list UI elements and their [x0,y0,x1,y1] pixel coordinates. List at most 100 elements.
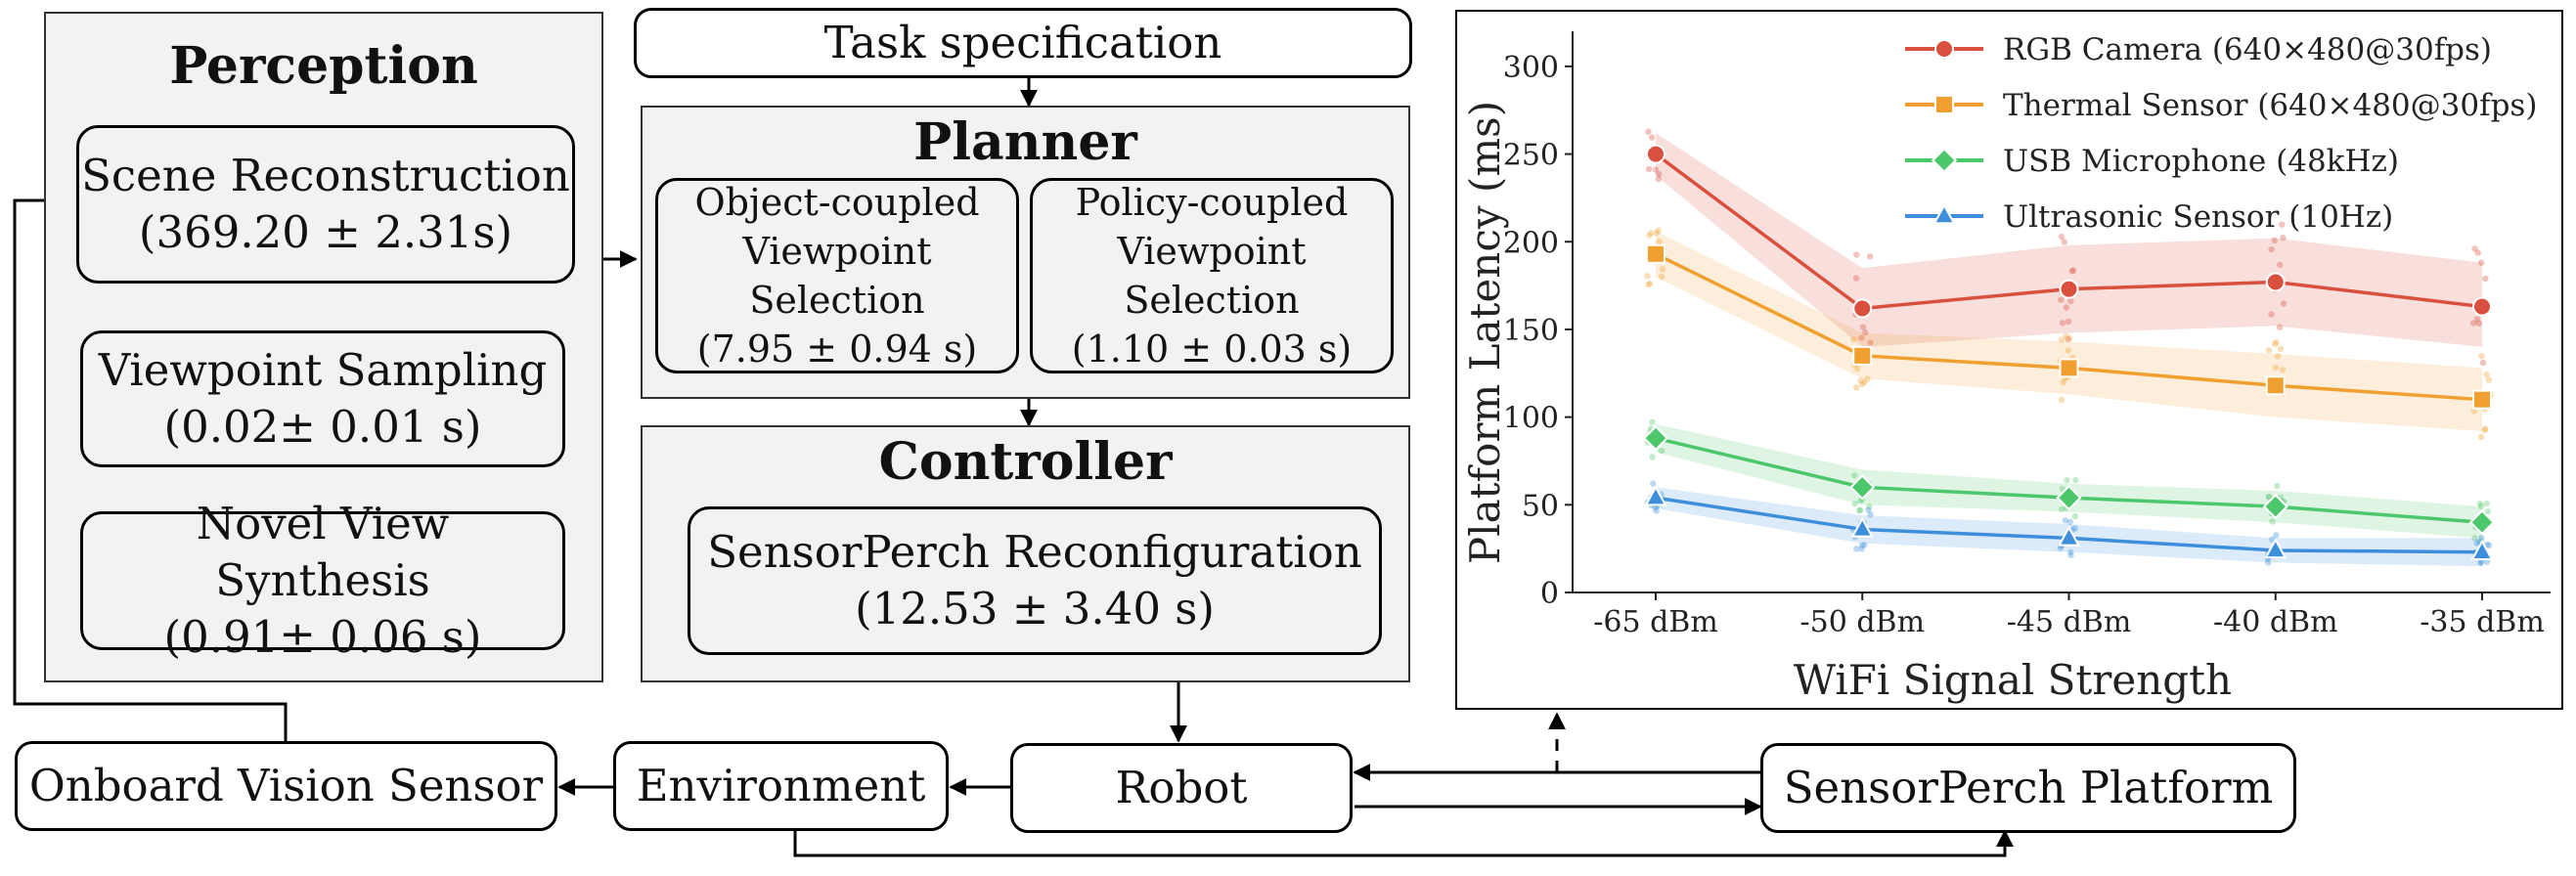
scatter-point [2067,551,2074,559]
scatter-point [2064,477,2070,484]
scatter-point [1655,227,1663,234]
controller-title: Controller [878,432,1173,492]
scatter-point [1658,447,1666,455]
scatter-point [2065,335,2071,343]
scatter-point [2485,376,2493,383]
scatter-point [2058,296,2065,303]
scatter-point [2477,433,2485,441]
sensorperch-platform-box: SensorPerch Platform [1760,743,2296,833]
scatter-point [2481,426,2489,434]
chart-ylabel: Platform Latency (ms) [1461,101,1509,564]
scatter-point [1645,165,1653,173]
scatter-point [2276,324,2284,330]
scatter-point [2474,249,2482,256]
scatter-point [2471,535,2478,542]
legend-label: RGB Camera (640×480@30fps) [2003,32,2492,67]
arrow-environment-to-platform [793,829,2014,857]
series-marker [2059,358,2079,378]
y-tick-label: 100 [1503,402,1559,436]
series-marker [1852,345,1873,366]
scatter-point [2473,540,2480,547]
scatter-point [1856,506,1863,514]
scatter-point [2058,233,2065,241]
series-marker [1849,474,1876,501]
scatter-point [1858,542,1866,548]
series-marker [1850,516,1874,538]
environment-box: Environment [613,741,949,831]
scatter-point [2274,482,2281,490]
viewpoint-sampling-box: Viewpoint Sampling (0.02± 0.01 s) [80,330,565,467]
scatter-point [2058,336,2065,343]
scene-reconstruction-time: (369.20 ± 2.31s) [138,206,513,258]
scatter-point [1652,166,1660,173]
scatter-point [2483,500,2490,507]
scatter-point [1646,232,1653,239]
scatter-point [1865,506,1872,513]
scatter-point [1858,546,1865,552]
scatter-point [2067,548,2074,555]
scatter-point [1853,546,1860,552]
scatter-point [1854,365,1861,372]
scatter-point [2059,320,2066,327]
x-tick-label: -45 dBm [2007,605,2132,639]
viewpoint-sampling-time: (0.02± 0.01 s) [163,401,482,453]
scatter-point [2477,503,2485,510]
novel-view-synthesis-time: (0.91± 0.06 s) [163,611,482,663]
series-marker [2468,509,2496,536]
scatter-point [2265,559,2272,566]
policy-coupled-label-1: Policy-coupled [1075,181,1349,224]
robot-label: Robot [1115,762,1248,813]
planner-title: Planner [913,112,1137,172]
scatter-point [2268,311,2275,318]
novel-view-synthesis-box: Novel View Synthesis (0.91± 0.06 s) [80,498,565,663]
scatter-point [2478,558,2485,565]
scatter-point [2060,378,2067,386]
environment-label: Environment [636,760,926,811]
scatter-point [2072,476,2079,484]
scatter-point [1850,335,1857,343]
scatter-point [2477,559,2484,566]
series-marker [2262,493,2288,520]
reconfiguration-label: SensorPerch Reconfiguration [707,526,1362,578]
scatter-point [2069,267,2077,274]
scatter-point [1858,380,1866,388]
y-tick-label: 150 [1503,314,1559,348]
arrow-onboard-to-reconstruction [13,192,288,741]
legend-label: Ultrasonic Sensor (10Hz) [2003,199,2393,235]
scatter-point [1649,418,1656,425]
robot-box: Robot [1010,743,1353,833]
x-tick-label: -65 dBm [1593,605,1718,639]
series-marker [1646,144,1666,164]
x-tick-label: -40 dBm [2213,605,2338,639]
object-coupled-label-1: Object-coupled [694,181,980,224]
series-marker [2265,272,2286,292]
task-specification-label: Task specification [823,17,1222,68]
series-marker [1852,298,1873,319]
scatter-point [2482,275,2489,283]
scatter-point [1851,501,1858,507]
scatter-point [2058,505,2065,512]
scatter-point [2280,235,2287,241]
onboard-vision-sensor-label: Onboard Vision Sensor [28,760,544,811]
series-marker [2264,538,2287,559]
sensorperch-platform-label: SensorPerch Platform [1783,762,2274,813]
scene-reconstruction-box: Scene Reconstruction (369.20 ± 2.31s) [76,125,575,284]
scatter-point [2265,347,2273,354]
scatter-point [1867,339,1874,346]
policy-coupled-label-2: Viewpoint Selection [1117,230,1307,322]
legend-marker [1934,95,1954,114]
scatter-point [2071,525,2078,532]
scene-reconstruction-label: Scene Reconstruction [81,150,570,201]
scatter-point [2273,338,2280,346]
scatter-point [1857,506,1864,514]
scatter-point [1866,253,1874,260]
onboard-vision-sensor-box: Onboard Vision Sensor [15,741,557,831]
legend-label: USB Microphone (48kHz) [2003,144,2399,179]
scatter-point [2068,268,2075,275]
scatter-point [2274,353,2282,360]
y-tick-label: 250 [1503,139,1559,173]
scatter-point [1656,238,1663,245]
scatter-point [2063,332,2069,340]
